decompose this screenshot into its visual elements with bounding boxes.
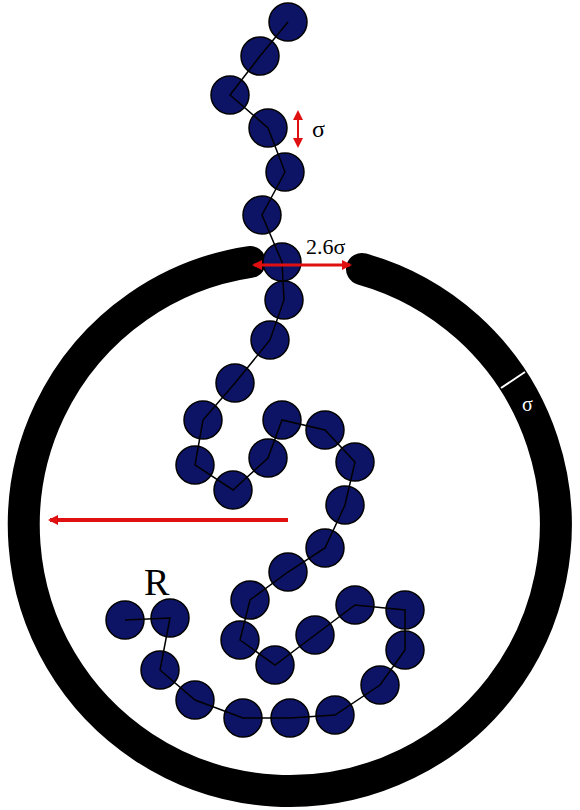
thickness-tick: [501, 372, 525, 388]
pore-width-arrow: [254, 264, 350, 267]
radius-arrow: [50, 518, 288, 522]
bead-size-arrow: [297, 112, 299, 146]
shell-thickness-label: σ: [522, 394, 533, 414]
radius-label: R: [144, 563, 169, 601]
polymer-chain: [106, 3, 424, 737]
chain-bond: [125, 22, 405, 718]
pore-width-label: 2.6σ: [306, 236, 345, 258]
bead-size-label: σ: [312, 117, 325, 141]
capsid-shell: [24, 262, 556, 791]
